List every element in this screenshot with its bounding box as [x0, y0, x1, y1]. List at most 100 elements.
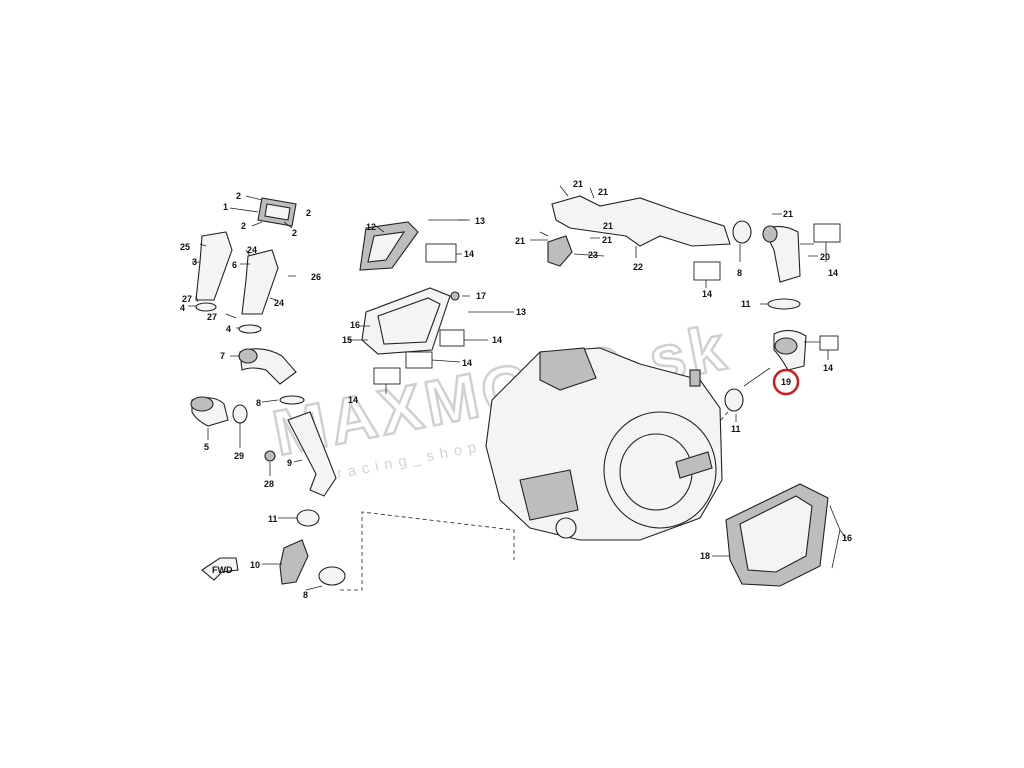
engine-pulley	[555, 517, 577, 539]
part-14-box-e[interactable]	[693, 261, 721, 281]
part-5-elbow-mouth	[190, 396, 214, 412]
part-14-box-c[interactable]	[405, 351, 433, 369]
fwd-label: FWD	[212, 565, 233, 575]
callout-14[interactable]: 14	[823, 363, 833, 373]
callout-18[interactable]: 18	[700, 551, 710, 561]
part-8-clamp-c[interactable]	[732, 220, 752, 244]
fwd-arrow-icon: FWD	[201, 557, 239, 581]
callout-labels: 1 2 2 2 2 3 4 4 5 6 7 8 8 8 9 10 11 11 1…	[180, 179, 852, 600]
callout-24[interactable]: 24	[247, 245, 257, 255]
engine-badge	[675, 451, 713, 479]
callout-20[interactable]: 20	[820, 252, 830, 262]
callout-13[interactable]: 13	[516, 307, 526, 317]
callout-27[interactable]: 27	[207, 312, 217, 322]
part-14-box-f[interactable]	[813, 223, 841, 243]
part-12-cover-face	[367, 231, 406, 263]
cvt-outer-cover-assembly	[712, 483, 847, 587]
intake-left-assembly: FWD	[188, 195, 515, 591]
callout-25[interactable]: 25	[180, 242, 190, 252]
callout-6[interactable]: 6	[232, 260, 237, 270]
callout-9[interactable]: 9	[287, 458, 292, 468]
callout-2[interactable]: 2	[306, 208, 311, 218]
filter-cover-assembly	[348, 219, 514, 394]
callout-14[interactable]: 14	[462, 358, 472, 368]
callout-16[interactable]: 16	[350, 320, 360, 330]
callout-11[interactable]: 11	[731, 424, 741, 434]
callout-19[interactable]: 19	[781, 377, 791, 387]
part-4-ring-b[interactable]	[238, 324, 262, 334]
part-14-box-b[interactable]	[439, 329, 465, 347]
callout-2[interactable]: 2	[236, 191, 241, 201]
part-9-tube[interactable]	[287, 411, 337, 497]
callout-8[interactable]: 8	[303, 590, 308, 600]
highlight-circle	[772, 368, 800, 396]
callout-24[interactable]: 24	[274, 298, 284, 308]
part-15-cover-inner	[377, 297, 441, 345]
callout-2[interactable]: 2	[241, 221, 246, 231]
part-11-ring-c[interactable]	[724, 388, 744, 412]
engine-sensor	[689, 369, 701, 387]
callout-3[interactable]: 3	[192, 257, 197, 267]
part-23-bracket[interactable]	[547, 235, 573, 267]
part-14-box-d[interactable]	[373, 367, 401, 385]
part-28-nut[interactable]	[264, 450, 276, 462]
part-8-clamp-a[interactable]	[279, 395, 305, 405]
callout-15[interactable]: 15	[342, 335, 352, 345]
callout-1[interactable]: 1	[223, 202, 228, 212]
callout-7[interactable]: 7	[220, 351, 225, 361]
callout-21[interactable]: 21	[783, 209, 793, 219]
callout-23[interactable]: 23	[588, 250, 598, 260]
part-17-screw[interactable]	[450, 291, 460, 301]
callout-4[interactable]: 4	[226, 324, 231, 334]
callout-10[interactable]: 10	[250, 560, 260, 570]
callout-21[interactable]: 21	[598, 187, 608, 197]
part-19-elbow-mouth	[774, 337, 798, 355]
callout-11[interactable]: 11	[741, 299, 751, 309]
callout-14[interactable]: 14	[492, 335, 502, 345]
part-1-cover-window	[264, 203, 291, 221]
callout-26[interactable]: 26	[311, 272, 321, 282]
callout-29[interactable]: 29	[234, 451, 244, 461]
callout-21[interactable]: 21	[515, 236, 525, 246]
part-29-ring[interactable]	[232, 404, 248, 424]
part-11-ring-b[interactable]	[767, 298, 801, 310]
callout-16[interactable]: 16	[842, 533, 852, 543]
part-22-hose[interactable]	[551, 195, 731, 247]
callout-12[interactable]: 12	[366, 222, 376, 232]
part-4-ring-a[interactable]	[195, 302, 217, 312]
callout-8[interactable]: 8	[256, 398, 261, 408]
callout-21[interactable]: 21	[602, 235, 612, 245]
callout-14[interactable]: 14	[464, 249, 474, 259]
callout-11[interactable]: 11	[268, 514, 278, 524]
callout-14[interactable]: 14	[702, 289, 712, 299]
callout-22[interactable]: 22	[633, 262, 643, 272]
engine-side-unit	[519, 469, 579, 521]
throttle-body[interactable]	[539, 347, 597, 391]
callout-2[interactable]: 2	[292, 228, 297, 238]
part-11-ring-a[interactable]	[296, 509, 320, 527]
callout-27[interactable]: 27	[182, 294, 192, 304]
callout-14[interactable]: 14	[828, 268, 838, 278]
part-14-box-g[interactable]	[819, 335, 839, 351]
hose-route-dashed-line	[340, 511, 515, 591]
callout-21[interactable]: 21	[573, 179, 583, 189]
part-14-box-a[interactable]	[425, 243, 457, 263]
part-3-duct[interactable]	[195, 231, 233, 301]
part-6-duct[interactable]	[241, 249, 279, 315]
part-7-elbow-mouth	[238, 348, 258, 364]
part-20-elbow-mouth	[762, 225, 778, 243]
callout-17[interactable]: 17	[476, 291, 486, 301]
callout-5[interactable]: 5	[204, 442, 209, 452]
duct-upper-right-assembly	[530, 185, 841, 511]
callout-8[interactable]: 8	[737, 268, 742, 278]
callout-21[interactable]: 21	[603, 221, 613, 231]
part-10-intake[interactable]	[279, 539, 309, 585]
callout-4[interactable]: 4	[180, 303, 185, 313]
part-18-cover-inner	[739, 495, 813, 573]
part-8-clamp-b[interactable]	[318, 566, 346, 586]
callout-28[interactable]: 28	[264, 479, 274, 489]
callout-13[interactable]: 13	[475, 216, 485, 226]
engine-assembly[interactable]	[485, 347, 723, 541]
callout-14[interactable]: 14	[348, 395, 358, 405]
